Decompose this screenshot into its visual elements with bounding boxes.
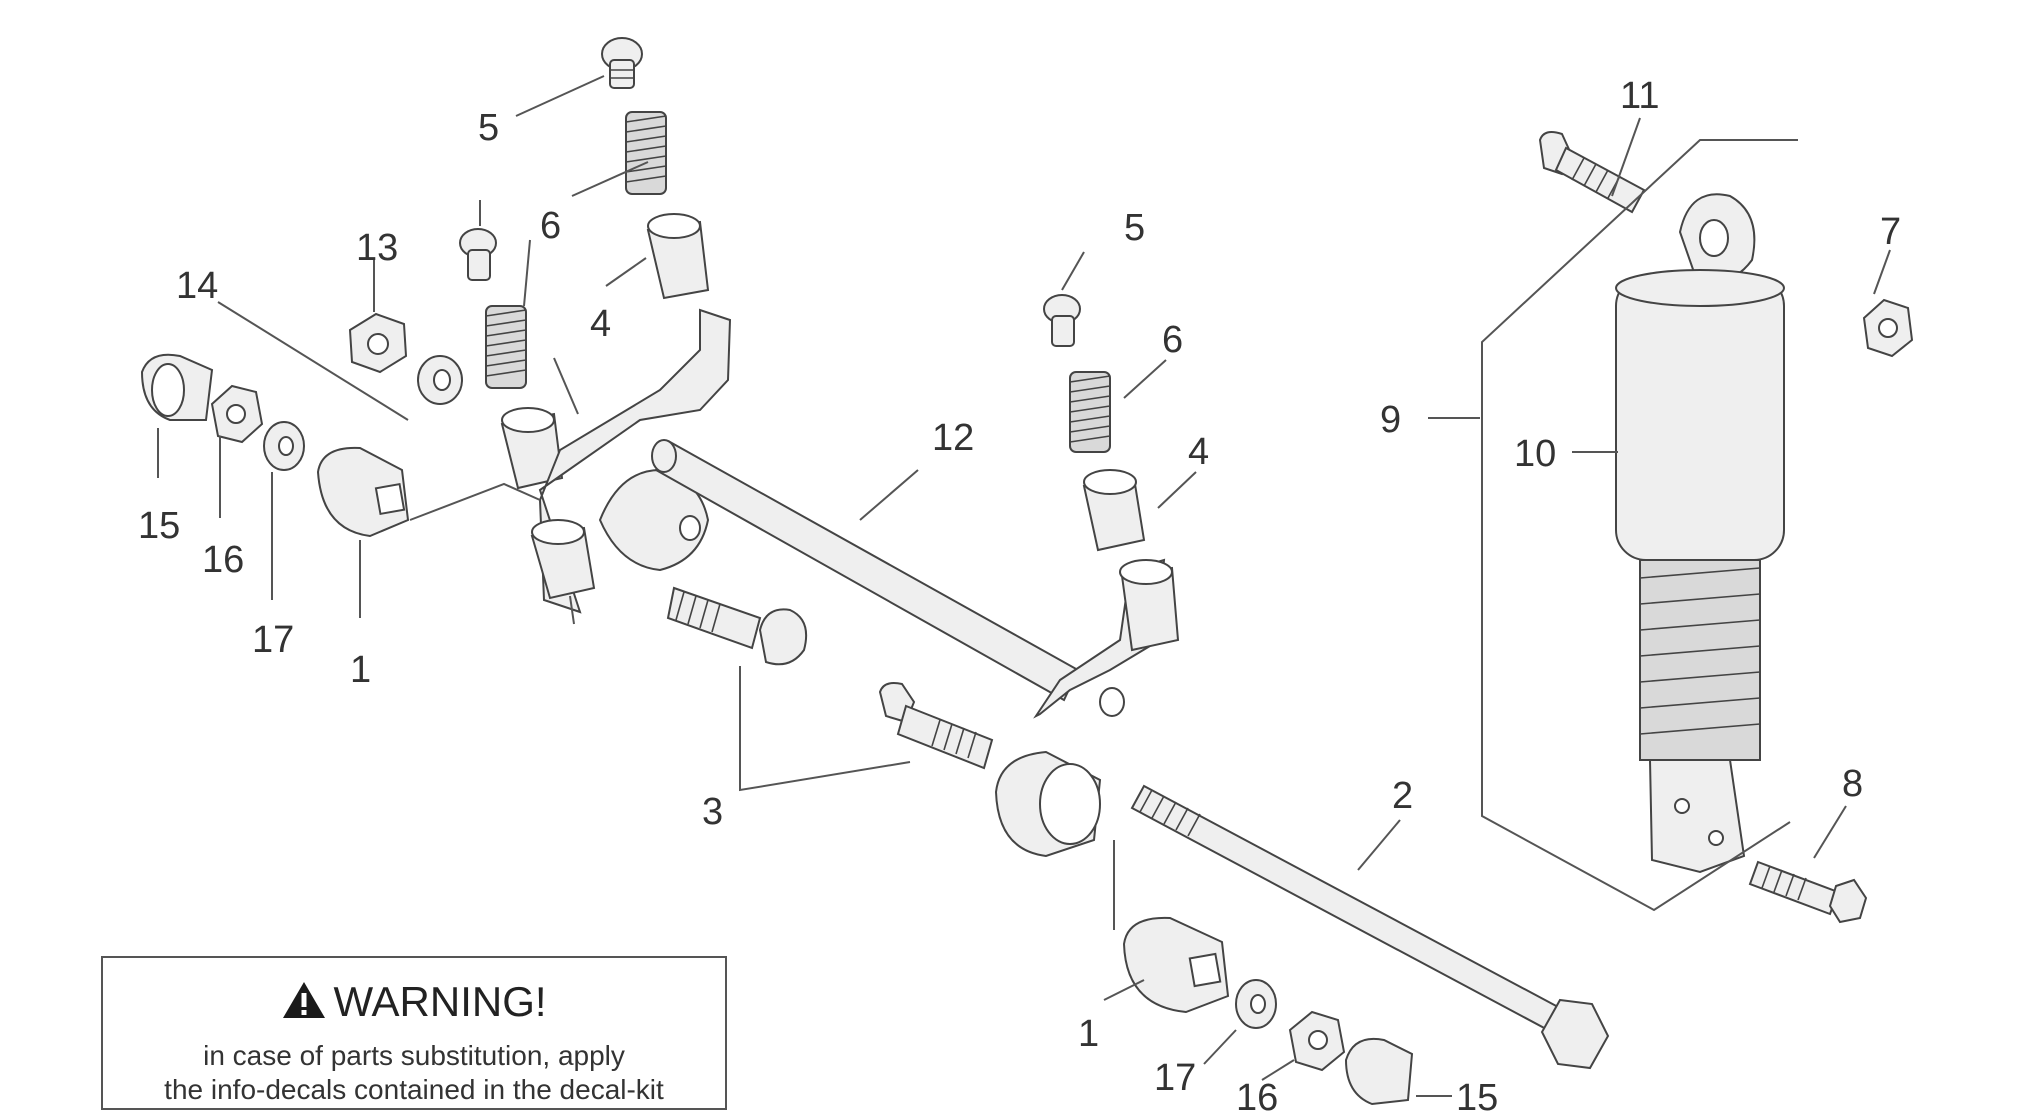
leader-lines <box>157 75 1891 1097</box>
washer-17-right <box>1235 979 1277 1029</box>
pin-5-right <box>1043 294 1081 347</box>
nut-16-left <box>210 384 264 444</box>
pin-5-left <box>459 228 497 281</box>
callout-4-upper: 4 <box>590 303 611 345</box>
warning-title: WARNING! <box>333 978 547 1025</box>
bolt-3-upper <box>666 586 808 666</box>
cap-15-left <box>140 353 214 421</box>
callout-1-left: 1 <box>350 649 371 691</box>
cap-15-right <box>1344 1038 1414 1106</box>
callout-14: 14 <box>176 265 218 307</box>
callout-15-right: 15 <box>1456 1077 1498 1114</box>
nut-16-right <box>1288 1010 1346 1072</box>
bolt-8 <box>1748 860 1868 924</box>
spacer-sleeve <box>994 750 1102 858</box>
spring-6-right <box>1069 371 1111 453</box>
nut-7 <box>1862 298 1914 358</box>
spring-6-left <box>485 305 527 389</box>
callout-8: 8 <box>1842 763 1863 805</box>
pin-5-upper <box>601 37 643 89</box>
bolt-11 <box>1538 131 1646 214</box>
callout-1-right: 1 <box>1078 1013 1099 1055</box>
callout-7: 7 <box>1880 211 1901 253</box>
callout-13: 13 <box>356 227 398 269</box>
bushing-4-upper <box>646 213 710 300</box>
shock-absorber-10 <box>1615 193 1785 874</box>
callout-16-right: 16 <box>1236 1077 1278 1114</box>
silentblock-1-left <box>316 446 410 538</box>
callout-6-upper: 6 <box>540 205 561 247</box>
callout-11: 11 <box>1620 75 1659 117</box>
callout-12: 12 <box>932 417 974 459</box>
callout-9: 9 <box>1380 399 1401 441</box>
callout-16-left: 16 <box>202 539 244 581</box>
warning-notice: WARNING! in case of parts substitution, … <box>101 956 727 1110</box>
tube-left-lower <box>530 519 596 625</box>
bolt-3-lower <box>878 682 994 770</box>
callout-5-right: 5 <box>1124 207 1145 249</box>
callout-15-left: 15 <box>138 505 180 547</box>
callout-6-right: 6 <box>1162 319 1183 361</box>
callout-2: 2 <box>1392 775 1413 817</box>
warning-text-line-2: the info-decals contained in the decal-k… <box>164 1074 664 1105</box>
warning-text-line-1: in case of parts substitution, apply <box>203 1040 625 1071</box>
warning-heading: WARNING! <box>103 978 725 1030</box>
coil-spring <box>1639 559 1761 761</box>
callout-3: 3 <box>702 791 723 833</box>
bushing-4-right <box>1082 469 1146 552</box>
washer-14 <box>417 355 463 405</box>
cross-tube-12 <box>651 439 1080 702</box>
long-bolt-2 <box>1130 784 1610 1070</box>
callout-10: 10 <box>1514 433 1556 475</box>
bushing-4-left <box>500 407 564 490</box>
bracket-left <box>538 308 732 614</box>
bracket-right <box>1033 558 1180 719</box>
callout-17-left: 17 <box>252 619 294 661</box>
callout-5-upper: 5 <box>478 107 499 149</box>
nut-13 <box>348 312 408 374</box>
warning-triangle-icon <box>281 980 327 1030</box>
callout-labels: 5 6 13 14 4 15 16 17 1 5 6 4 12 3 2 1 17… <box>138 75 1901 1119</box>
callout-4-right: 4 <box>1188 431 1209 473</box>
silentblock-1-right <box>1122 916 1230 1014</box>
washer-17-left <box>263 421 305 471</box>
callout-17-right: 17 <box>1154 1057 1196 1099</box>
spring-6-upper <box>625 111 667 195</box>
